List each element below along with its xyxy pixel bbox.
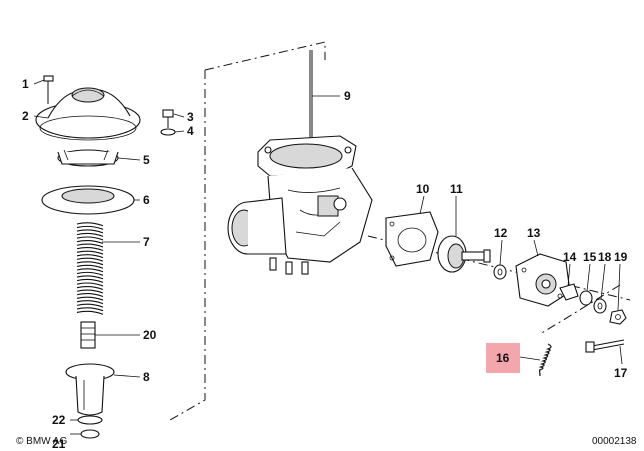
part-20-sleeve[interactable] bbox=[80, 321, 96, 349]
callout-10[interactable]: 10 bbox=[416, 182, 430, 196]
part-12-washer[interactable] bbox=[493, 264, 507, 280]
part-18-washer[interactable] bbox=[593, 298, 607, 314]
part-21-nut[interactable] bbox=[80, 429, 100, 439]
callout-16[interactable]: 16 bbox=[496, 351, 510, 365]
part-17-bolt[interactable] bbox=[585, 339, 625, 353]
callout-5[interactable]: 5 bbox=[143, 153, 150, 167]
part-13-cover[interactable] bbox=[515, 253, 571, 307]
callout-7[interactable]: 7 bbox=[143, 235, 150, 249]
callout-4[interactable]: 4 bbox=[187, 124, 194, 138]
part-19-nut[interactable] bbox=[609, 309, 627, 325]
callout-15[interactable]: 15 bbox=[583, 250, 597, 264]
part-15-washer[interactable] bbox=[579, 290, 593, 306]
part-4-washer[interactable] bbox=[160, 128, 176, 136]
part-7-spring[interactable] bbox=[76, 222, 104, 315]
callout-17[interactable]: 17 bbox=[614, 366, 628, 380]
callout-labels: 1 2 3 4 5 6 7 20 8 22 21 9 10 11 12 13 1… bbox=[22, 77, 628, 451]
callout-8[interactable]: 8 bbox=[143, 370, 150, 384]
callout-9[interactable]: 9 bbox=[344, 89, 351, 103]
part-14-lever[interactable] bbox=[559, 283, 579, 301]
part-9-needle[interactable] bbox=[309, 50, 313, 145]
highlight-part-16 bbox=[486, 343, 520, 373]
callout-3[interactable]: 3 bbox=[187, 110, 194, 124]
part-5-clip[interactable] bbox=[57, 149, 119, 167]
callout-19[interactable]: 19 bbox=[614, 250, 628, 264]
part-1-screw[interactable] bbox=[43, 75, 54, 104]
callout-18[interactable]: 18 bbox=[598, 250, 612, 264]
callout-20[interactable]: 20 bbox=[143, 328, 157, 342]
part-6-diaphragm[interactable] bbox=[41, 185, 135, 215]
callout-13[interactable]: 13 bbox=[527, 226, 541, 240]
leader-lines bbox=[33, 79, 623, 435]
part-22-ring[interactable] bbox=[77, 415, 103, 425]
part-2-cover[interactable] bbox=[35, 87, 141, 141]
assembly-frame bbox=[169, 41, 621, 421]
callout-2[interactable]: 2 bbox=[22, 109, 29, 123]
callout-22[interactable]: 22 bbox=[52, 413, 66, 427]
copyright-text: © BMW AG bbox=[16, 436, 67, 447]
diagram-id: 00002138 bbox=[592, 436, 637, 447]
part-11-disc-valve[interactable] bbox=[437, 235, 491, 273]
callout-6[interactable]: 6 bbox=[143, 193, 150, 207]
part-3-screw[interactable] bbox=[162, 109, 174, 128]
part-16-spring[interactable] bbox=[538, 343, 552, 377]
callout-14[interactable]: 14 bbox=[563, 250, 577, 264]
callout-1[interactable]: 1 bbox=[22, 77, 29, 91]
part-10-gasket[interactable] bbox=[385, 211, 439, 267]
part-8-piston[interactable] bbox=[65, 363, 115, 416]
callout-11[interactable]: 11 bbox=[450, 182, 463, 196]
callout-12[interactable]: 12 bbox=[494, 226, 508, 240]
callout-21[interactable]: 21 bbox=[52, 437, 66, 451]
carburetor-body bbox=[227, 135, 373, 275]
